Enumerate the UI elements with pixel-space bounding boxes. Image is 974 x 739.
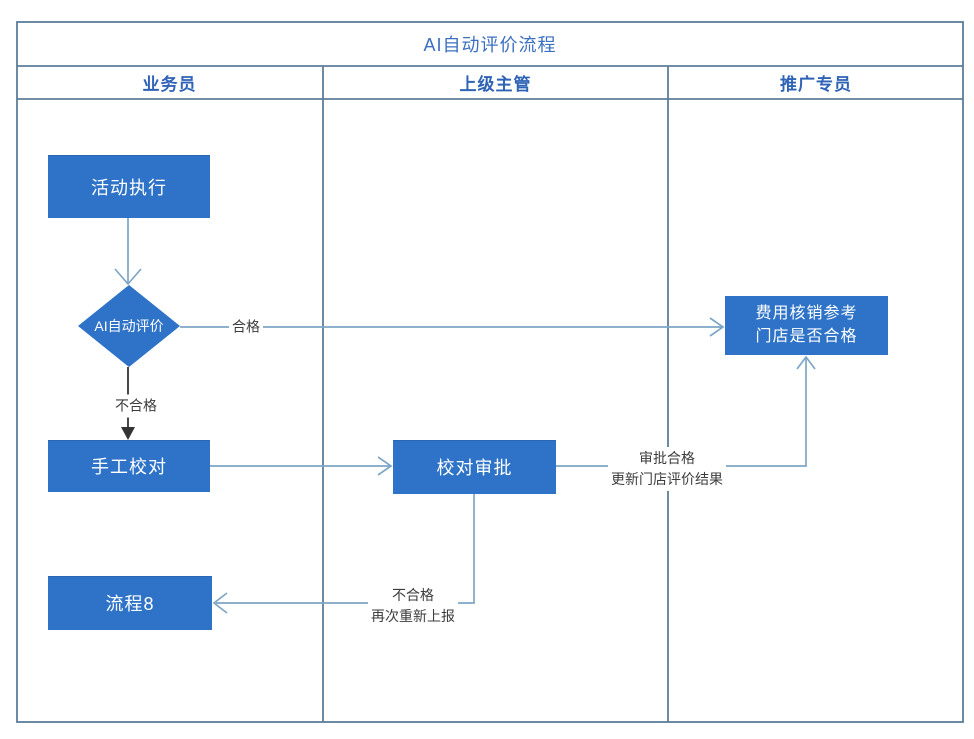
lane-header-salesperson: 业务员 xyxy=(142,75,197,94)
swimlane-grid xyxy=(16,21,964,723)
arrowhead-into-process8 xyxy=(212,592,228,614)
fee-ref-line1: 费用核销参考 xyxy=(755,305,858,323)
diagram-title: AI自动评价流程 xyxy=(423,34,557,55)
arrowhead-into-feeref-left xyxy=(709,317,725,337)
node-fee-verification-reference: 费用核销参考 门店是否合格 xyxy=(725,296,888,355)
edge-label-rejected-line2: 再次重新上报 xyxy=(371,608,455,624)
arrowhead-into-feeref-bottom xyxy=(796,355,816,370)
arrowhead-into-manualcheck xyxy=(121,427,135,440)
arrowhead-into-aieval xyxy=(114,268,142,286)
arrowhead-into-review xyxy=(377,456,393,476)
edge-label-approved: 审批合格 更新门店评价结果 xyxy=(608,447,726,491)
lane-header-supervisor: 上级主管 xyxy=(459,75,532,94)
node-manual-proofread: 手工校对 xyxy=(48,440,210,492)
node-activity-execution: 活动执行 xyxy=(48,155,210,218)
edge-label-unqualified: 不合格 xyxy=(112,394,160,418)
edge-label-approved-line1: 审批合格 xyxy=(639,450,695,466)
edge-label-approved-line2: 更新门店评价结果 xyxy=(611,471,723,487)
node-process-8: 流程8 xyxy=(48,576,212,630)
lane-header-promoter: 推广专员 xyxy=(780,75,852,94)
outer-frame xyxy=(16,21,964,723)
edge-label-rejected: 不合格 再次重新上报 xyxy=(368,584,458,628)
edge-review-to-process8 xyxy=(216,494,475,604)
edge-label-rejected-line1: 不合格 xyxy=(392,587,434,603)
edge-label-qualified: 合格 xyxy=(229,315,263,339)
node-proofread-approval: 校对审批 xyxy=(393,440,556,494)
fee-ref-line2: 门店是否合格 xyxy=(755,327,858,345)
